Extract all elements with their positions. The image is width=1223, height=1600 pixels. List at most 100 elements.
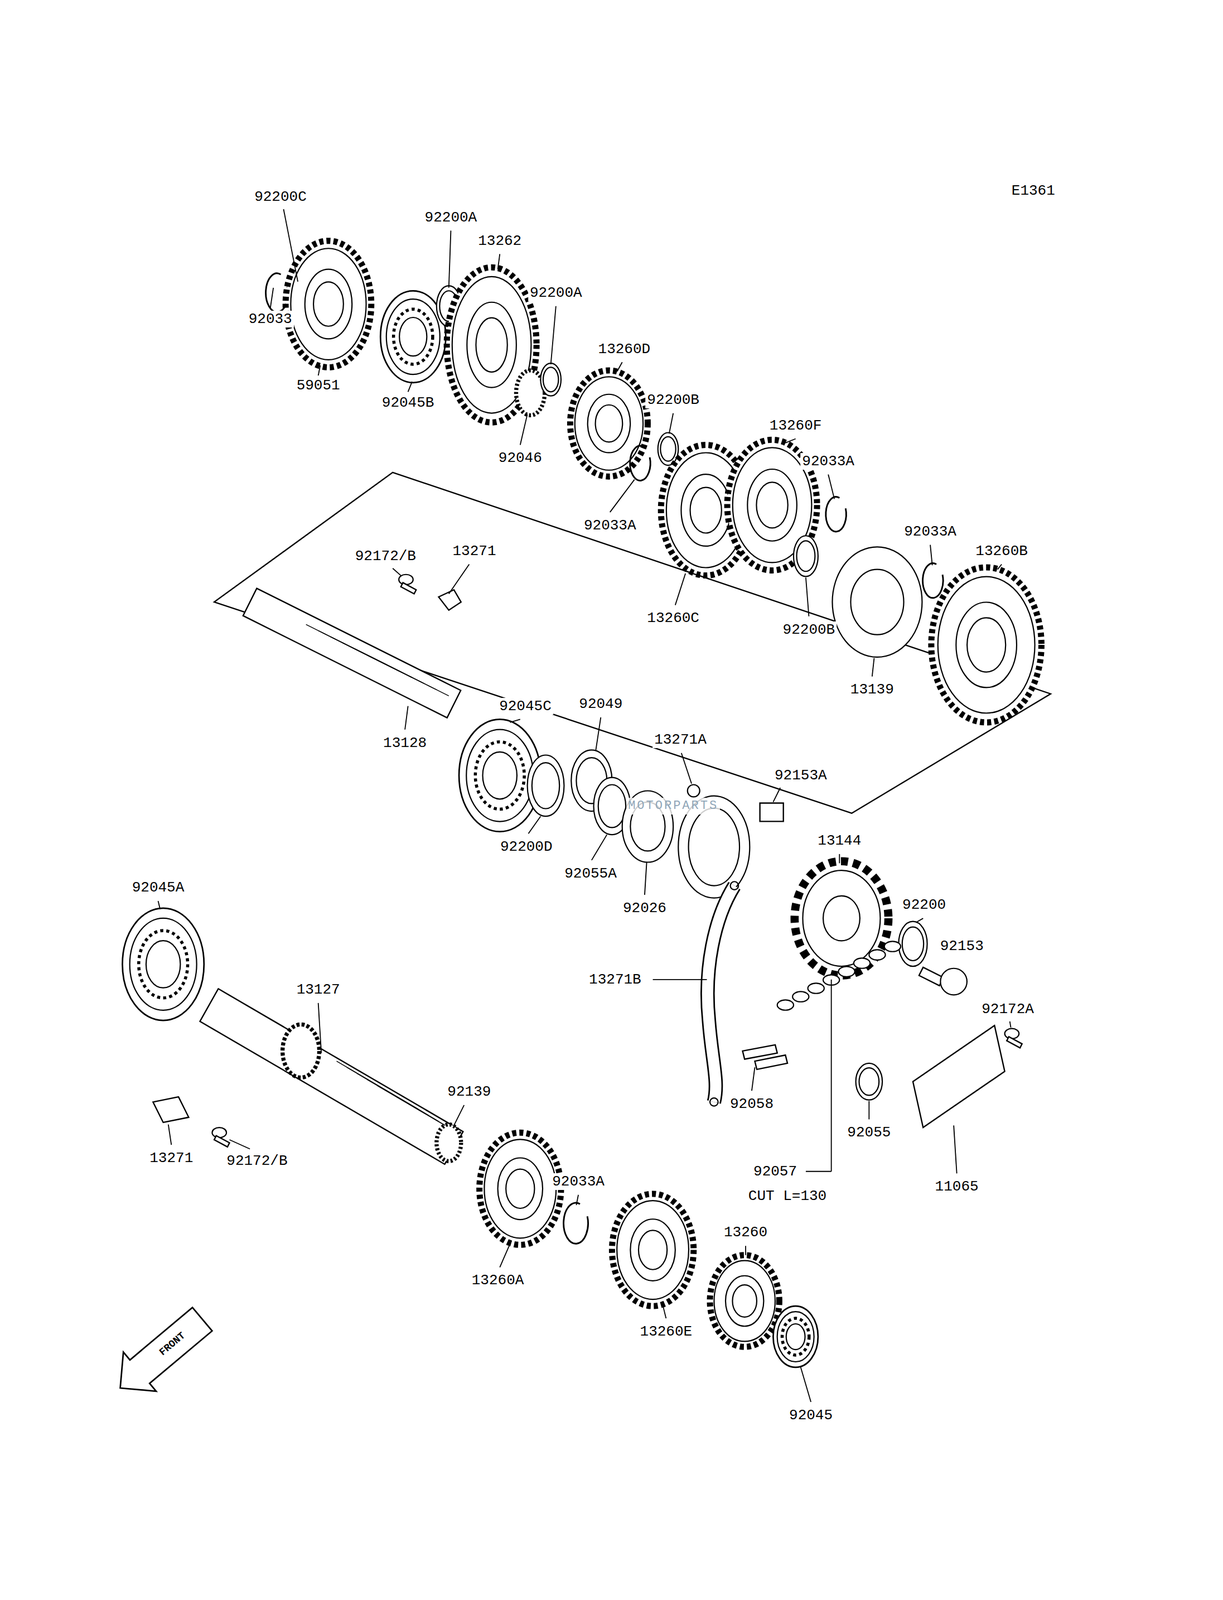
- chain-link: [808, 982, 825, 993]
- gear-bore: [475, 317, 507, 372]
- arm-hole: [730, 881, 739, 890]
- leader-line: [448, 230, 452, 288]
- callout-number: 13260E: [638, 1322, 695, 1340]
- gear-web: [680, 474, 731, 546]
- sprocket-body: [802, 869, 881, 966]
- chain-link: [868, 949, 886, 960]
- leader-line: [681, 752, 692, 784]
- callout-number: 92057: [751, 1162, 799, 1180]
- callout-number: 13127: [295, 980, 342, 998]
- gear-teeth: [569, 370, 648, 477]
- screw-head: [398, 574, 414, 585]
- leader-line: [520, 414, 528, 446]
- callout-number: 92200A: [528, 284, 584, 302]
- gear-bore: [756, 481, 788, 528]
- shaft-spline: [366, 654, 449, 696]
- leader-line: [453, 1104, 464, 1126]
- gear-bore: [505, 1168, 535, 1208]
- leader-line: [644, 862, 647, 896]
- callout-number: 13260: [722, 1223, 770, 1241]
- callout-number: 92026: [621, 899, 669, 917]
- leader-line: [408, 381, 413, 392]
- bearing-bore: [482, 751, 517, 800]
- callout-number: 11065: [933, 1177, 981, 1195]
- callout-number: 92055A: [562, 864, 619, 882]
- callout-number: 13260B: [973, 542, 1030, 560]
- gear-teeth: [611, 1193, 694, 1306]
- bearing-bore: [399, 317, 427, 356]
- gear-teeth: [285, 240, 372, 368]
- leader-line: [510, 718, 521, 722]
- leader-line: [930, 544, 933, 566]
- leader-line: [653, 978, 708, 980]
- oil-seal: [598, 784, 626, 828]
- gear-web: [498, 1157, 543, 1220]
- leader-line: [270, 287, 274, 309]
- shift-hub: [832, 546, 922, 657]
- circlip: [825, 496, 847, 532]
- callout-number: 92200: [900, 896, 948, 913]
- chain-link: [777, 999, 794, 1010]
- gear-body: [574, 376, 644, 470]
- o-ring: [858, 1067, 879, 1095]
- chain-link: [838, 965, 855, 976]
- leader-line: [805, 1170, 832, 1172]
- callout-number: 92045C: [497, 697, 554, 715]
- callout-number: 92045: [787, 1406, 835, 1424]
- bearing-balls: [475, 741, 525, 810]
- gear-web: [466, 302, 517, 388]
- callout-number: 13139: [848, 680, 896, 698]
- leader-line: [868, 1100, 870, 1120]
- bearing-race: [466, 729, 534, 822]
- leader-line: [772, 787, 781, 802]
- leader-line: [168, 1124, 172, 1145]
- leader-line: [318, 365, 321, 376]
- washer: [543, 366, 559, 392]
- screw-head: [211, 1127, 227, 1138]
- stopper-plate: [152, 1096, 189, 1123]
- leader-line: [751, 1066, 755, 1091]
- leader-line: [663, 1305, 666, 1318]
- joint-plate: [742, 1044, 778, 1060]
- leader-line: [838, 853, 840, 863]
- screw-shank: [400, 582, 417, 594]
- callout-number: 13260D: [596, 340, 653, 358]
- gear-web: [587, 394, 631, 453]
- callout-number: 13271: [450, 542, 498, 560]
- needle-bearing: [436, 1124, 462, 1162]
- washer: [898, 921, 927, 966]
- leader-line: [591, 834, 607, 860]
- gear-bore: [313, 281, 344, 326]
- sprocket-teeth: [794, 861, 889, 976]
- leader-line: [675, 573, 686, 606]
- gear-bore: [967, 617, 1006, 672]
- washer: [796, 540, 815, 572]
- callout-number: 13271B: [587, 970, 644, 988]
- washer: [527, 754, 565, 816]
- callout-number: 13144: [815, 832, 863, 849]
- bearing-balls: [781, 1317, 809, 1355]
- gear-teeth: [479, 1132, 562, 1245]
- leader-line: [499, 1243, 510, 1268]
- bearing-outer: [380, 290, 446, 383]
- o-ring: [856, 1062, 883, 1100]
- guard-hole: [687, 784, 700, 797]
- callout-number: 92200B: [781, 621, 838, 638]
- shaft-gear: [282, 1023, 320, 1077]
- gear-teeth: [709, 1254, 780, 1347]
- gear-bore: [595, 404, 623, 443]
- gear-bore: [732, 1284, 757, 1317]
- leader-line: [953, 1124, 957, 1173]
- callout-number: 92172/B: [224, 1152, 289, 1169]
- gear-body: [713, 1260, 775, 1342]
- gear-web: [955, 601, 1017, 688]
- circlip: [563, 1202, 589, 1244]
- callout-number: 92049: [577, 695, 625, 713]
- front-label: FRONT: [157, 1329, 188, 1358]
- leader-line: [550, 306, 557, 365]
- cover: [912, 1025, 1005, 1128]
- callout-number: 92045B: [380, 394, 437, 412]
- leader-line: [404, 706, 408, 730]
